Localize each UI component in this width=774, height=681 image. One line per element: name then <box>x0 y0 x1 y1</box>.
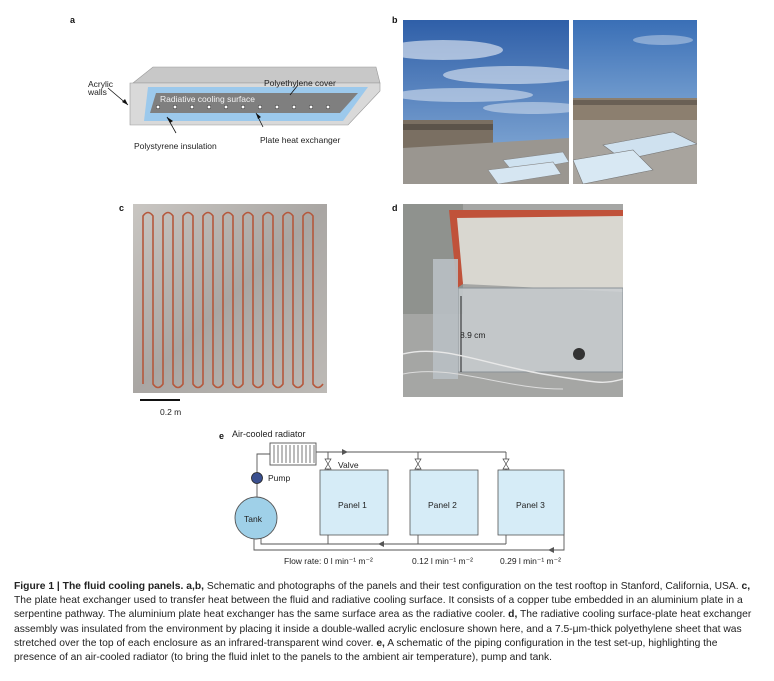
caption-ab-text: Schematic and photographs of the panels … <box>204 581 742 592</box>
scale-bar <box>140 399 180 401</box>
panel-label-b: b <box>392 15 398 25</box>
heat-exchanger-photo <box>133 204 327 393</box>
piping-diagram <box>234 442 565 553</box>
caption-d-tag: d, <box>508 609 518 621</box>
panel-1-label: Panel 1 <box>338 500 367 510</box>
caption-c-tag: c, <box>741 581 751 592</box>
dimension-label: 8.9 cm <box>460 330 486 340</box>
acrylic-walls-label: Acrylic walls <box>88 79 114 97</box>
panel-2-label: Panel 2 <box>428 500 457 510</box>
tank-label: Tank <box>244 514 262 524</box>
rooftop-photo-2 <box>573 20 697 184</box>
rooftop-photo-1 <box>403 20 569 184</box>
panel-label-a: a <box>70 15 76 25</box>
caption-e-text: A schematic of the piping configuration … <box>14 637 718 664</box>
figure-caption: Figure 1 | The fluid cooling panels. a,b… <box>14 580 760 665</box>
polyethylene-cover-label: Polyethylene cover <box>264 78 336 88</box>
scale-bar-label: 0.2 m <box>160 407 182 417</box>
enclosure-schematic <box>107 66 381 134</box>
panel-label-e: e <box>219 431 225 441</box>
plate-hx-label: Plate heat exchanger <box>260 135 341 145</box>
acrylic-enclosure-photo <box>403 204 623 397</box>
panel-label-c: c <box>119 203 125 213</box>
caption-title: Figure 1 | The fluid cooling panels. <box>14 581 184 592</box>
valve-label: Valve <box>338 460 359 470</box>
caption-d-text: The radiative cooling surface-plate heat… <box>14 609 752 649</box>
panel-3-label: Panel 3 <box>516 500 545 510</box>
flow-rate-3: 0.29 l min⁻¹ m⁻² <box>500 556 561 566</box>
caption-c-text: The plate heat exchanger used to transfe… <box>14 595 743 621</box>
flow-rate-1: Flow rate: 0 l min⁻¹ m⁻² <box>284 556 373 566</box>
pump-label: Pump <box>268 473 291 483</box>
caption-ab-tag: a,b, <box>186 581 204 592</box>
radiative-surface-label: Radiative cooling surface <box>160 94 255 104</box>
flow-rate-2: 0.12 l min⁻¹ m⁻² <box>412 556 473 566</box>
copper-tube <box>142 211 324 389</box>
panel-label-d: d <box>392 203 398 213</box>
polystyrene-label: Polystyrene insulation <box>134 141 217 151</box>
radiator-label: Air-cooled radiator <box>232 429 306 439</box>
caption-e-tag: e, <box>376 637 385 649</box>
